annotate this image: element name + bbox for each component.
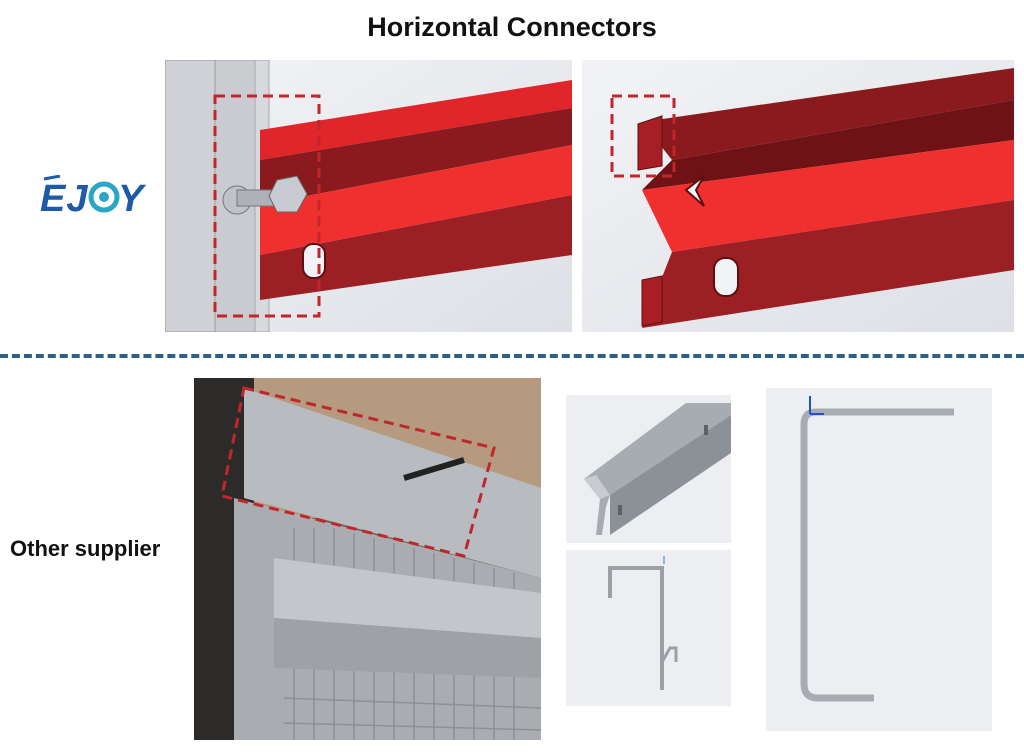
page-title: Horizontal Connectors [367, 12, 657, 42]
other-supplier-label: Other supplier [10, 536, 161, 561]
competitor-installed-photo [194, 378, 541, 740]
section-divider [0, 354, 1024, 358]
ejoy-connector-bolt-render [165, 60, 572, 332]
ejoy-logo: EJ Y [38, 175, 153, 219]
ejoy-connector-hook-render [582, 60, 1014, 332]
svg-text:Y: Y [118, 178, 147, 219]
competitor-profile-large [766, 388, 992, 731]
competitor-profile-3d-render [566, 395, 731, 543]
svg-text:EJ: EJ [40, 178, 88, 219]
competitor-profile-section [566, 550, 731, 706]
